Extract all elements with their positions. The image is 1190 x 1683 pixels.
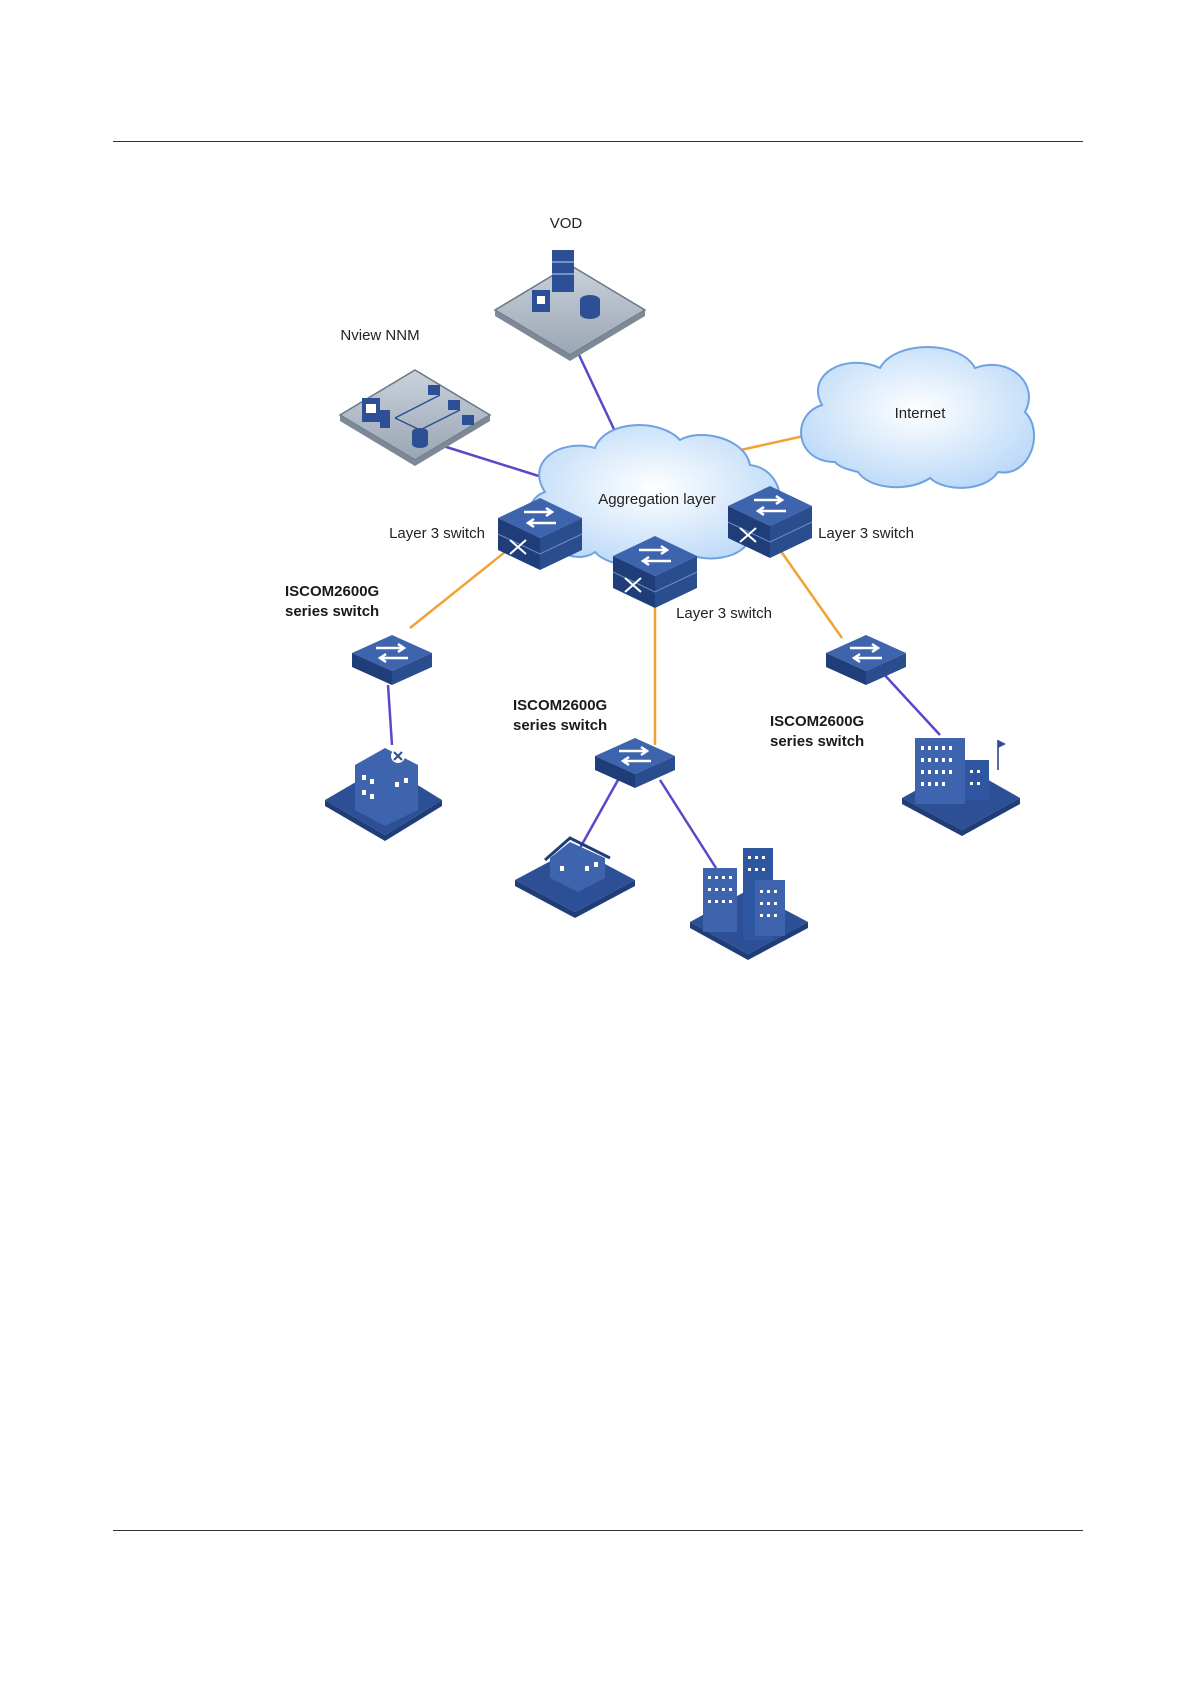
iscom-right-label-line1: ISCOM2600G bbox=[770, 713, 864, 730]
node-icon bbox=[462, 415, 474, 425]
iscom-right-label-line2: series switch bbox=[770, 733, 864, 750]
vod-server-group bbox=[495, 250, 645, 361]
iscom-mid-label-line2: series switch bbox=[513, 717, 607, 734]
link-iscomleft-building bbox=[388, 685, 392, 745]
link-nview-aggregation bbox=[440, 445, 545, 478]
apartment-buildings-icon bbox=[690, 848, 808, 960]
link-iscommid-apartments bbox=[660, 780, 716, 868]
internet-label: Internet bbox=[895, 405, 947, 422]
node-icon bbox=[428, 385, 440, 395]
iscom-left-label-line1: ISCOM2600G bbox=[285, 583, 379, 600]
house-icon bbox=[515, 838, 635, 918]
hospital-building-icon bbox=[325, 748, 442, 841]
node-icon bbox=[448, 400, 460, 410]
server-icon bbox=[552, 250, 574, 292]
aggregation-layer-label: Aggregation layer bbox=[598, 491, 716, 508]
layer3-switch-left-label: Layer 3 switch bbox=[389, 525, 485, 542]
link-l3right-iscomright bbox=[780, 550, 842, 638]
nview-nnm-label: Nview NNM bbox=[340, 327, 419, 344]
iscom-left-label-line2: series switch bbox=[285, 603, 379, 620]
iscom-mid-label-line1: ISCOM2600G bbox=[513, 697, 607, 714]
vod-label: VOD bbox=[550, 215, 583, 232]
link-iscommid-house bbox=[580, 780, 618, 848]
iscom-switch-left bbox=[352, 635, 432, 685]
layer3-switch-right-label: Layer 3 switch bbox=[818, 525, 914, 542]
nview-nnm-group bbox=[340, 370, 490, 466]
link-iscomright-office bbox=[880, 670, 940, 735]
office-building-icon bbox=[902, 738, 1020, 836]
link-l3left-iscomleft bbox=[410, 548, 510, 628]
layer3-switch-center-label: Layer 3 switch bbox=[676, 605, 772, 622]
iscom-switch-right bbox=[826, 635, 906, 685]
iscom-switch-mid bbox=[595, 738, 675, 788]
